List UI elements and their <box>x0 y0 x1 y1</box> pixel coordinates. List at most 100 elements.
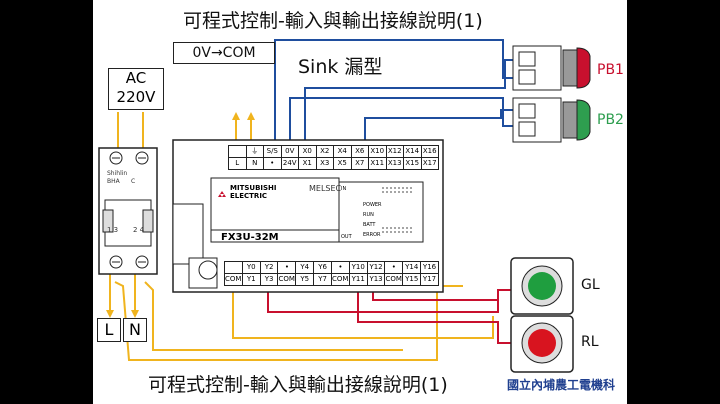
pilot-lamp-gl <box>510 257 574 315</box>
terminal-cell: 24V <box>280 157 299 170</box>
plc-status-labels: POWER RUN BATT ERROR <box>363 200 382 240</box>
mitsubishi-logo-icon <box>217 186 227 197</box>
pushbutton-pb2 <box>512 97 591 143</box>
terminal-cell: Y1 <box>241 273 261 286</box>
terminal-cell: • <box>263 157 282 170</box>
terminal-cell: X5 <box>333 157 352 170</box>
breaker-label-left: 1 3 <box>107 226 119 234</box>
plc-brand-line2: ELECTRIC <box>230 192 268 200</box>
input-led <box>398 187 400 189</box>
terminal-cell: Y7 <box>313 273 332 286</box>
pb1-label: PB1 <box>597 62 624 78</box>
input-led <box>394 187 396 189</box>
output-led <box>410 227 412 229</box>
terminal-cell: X13 <box>385 157 404 170</box>
output-led <box>394 227 396 229</box>
footer-school: 國立內埔農工電機科 <box>506 378 615 392</box>
breaker-label-right: 2 4 <box>133 226 145 234</box>
input-led <box>386 187 388 189</box>
output-led <box>398 227 400 229</box>
terminal-cell: X7 <box>350 157 369 170</box>
plc-model: FX3U-32M <box>221 232 279 243</box>
terminal-cell: Y5 <box>295 273 315 286</box>
pilot-lamp-rl <box>510 315 574 373</box>
power-source-box: AC 220V <box>108 68 164 110</box>
terminal-cell: COM3 <box>330 273 350 286</box>
pushbutton-pb1 <box>512 45 591 91</box>
input-led <box>406 187 408 189</box>
sink-label: Sink 漏型 <box>298 56 383 78</box>
lead-l: L <box>97 318 121 342</box>
status-run: RUN <box>363 212 374 218</box>
plc-in-label: IN <box>341 186 347 192</box>
terminal-cell: L <box>228 157 247 170</box>
terminal-cell: Y3 <box>259 273 279 286</box>
status-batt: BATT <box>363 222 376 228</box>
output-led <box>410 231 412 233</box>
blue-wires <box>274 39 518 148</box>
gl-label: GL <box>581 277 600 293</box>
power-label-line1: AC <box>125 69 147 87</box>
slide: 可程式控制-輸入與輸出接線說明(1) 0V→COM Sink 漏型 AC 220… <box>93 0 627 404</box>
bottom-terminal-row-2: COM1Y1Y3COM2Y5Y7COM3Y11Y13COM4Y15Y17 <box>224 273 439 286</box>
slide-title: 可程式控制-輸入與輸出接線說明(1) <box>183 10 483 32</box>
plc-brand: MITSUBISHI ELECTRIC <box>230 184 277 200</box>
output-led <box>382 231 384 233</box>
terminal-cell: COM4 <box>384 273 404 286</box>
plc-series: MELSEC <box>309 184 342 193</box>
output-led <box>390 231 392 233</box>
breaker-brand: Shihlin <box>107 170 128 177</box>
output-led <box>402 231 404 233</box>
terminal-cell: X15 <box>403 157 422 170</box>
terminal-cell: Y13 <box>366 273 386 286</box>
input-led <box>386 191 388 193</box>
output-led <box>398 231 400 233</box>
terminal-cell: Y11 <box>348 273 368 286</box>
terminal-cell: COM2 <box>277 273 297 286</box>
status-error: ERROR <box>363 232 381 238</box>
terminal-cell: X3 <box>315 157 334 170</box>
breaker-rating: C <box>131 178 136 185</box>
output-led <box>386 231 388 233</box>
rl-label: RL <box>581 334 599 350</box>
output-led <box>406 227 408 229</box>
power-label-line2: 220V <box>116 88 156 106</box>
input-led <box>402 187 404 189</box>
terminal-cell: X17 <box>420 157 439 170</box>
output-led <box>394 231 396 233</box>
input-led <box>390 191 392 193</box>
terminal-cell: COM1 <box>224 273 243 286</box>
plc-out-label: OUT <box>341 234 352 240</box>
terminal-cell: X11 <box>368 157 387 170</box>
plc-led-grid <box>353 186 413 236</box>
input-led <box>410 187 412 189</box>
input-led <box>382 191 384 193</box>
slide-title-bottom: 可程式控制-輸入與輸出接線說明(1) <box>148 374 448 396</box>
status-power: POWER <box>363 202 382 208</box>
input-led <box>406 191 408 193</box>
breaker-model: BHA <box>107 178 120 185</box>
pb2-label: PB2 <box>597 112 624 128</box>
terminal-cell: X1 <box>298 157 317 170</box>
input-led <box>410 191 412 193</box>
terminal-cell: Y17 <box>420 273 439 286</box>
output-led <box>402 227 404 229</box>
input-led <box>398 191 400 193</box>
input-led <box>382 187 384 189</box>
circuit-breaker <box>98 147 158 275</box>
output-led <box>406 231 408 233</box>
mode-label: 0V→COM <box>173 42 275 64</box>
output-led <box>386 227 388 229</box>
lead-n: N <box>123 318 147 342</box>
input-led <box>390 187 392 189</box>
input-led <box>402 191 404 193</box>
output-led <box>390 227 392 229</box>
terminal-cell: N <box>245 157 264 170</box>
output-led <box>382 227 384 229</box>
plc-brand-line1: MITSUBISHI <box>230 184 277 192</box>
